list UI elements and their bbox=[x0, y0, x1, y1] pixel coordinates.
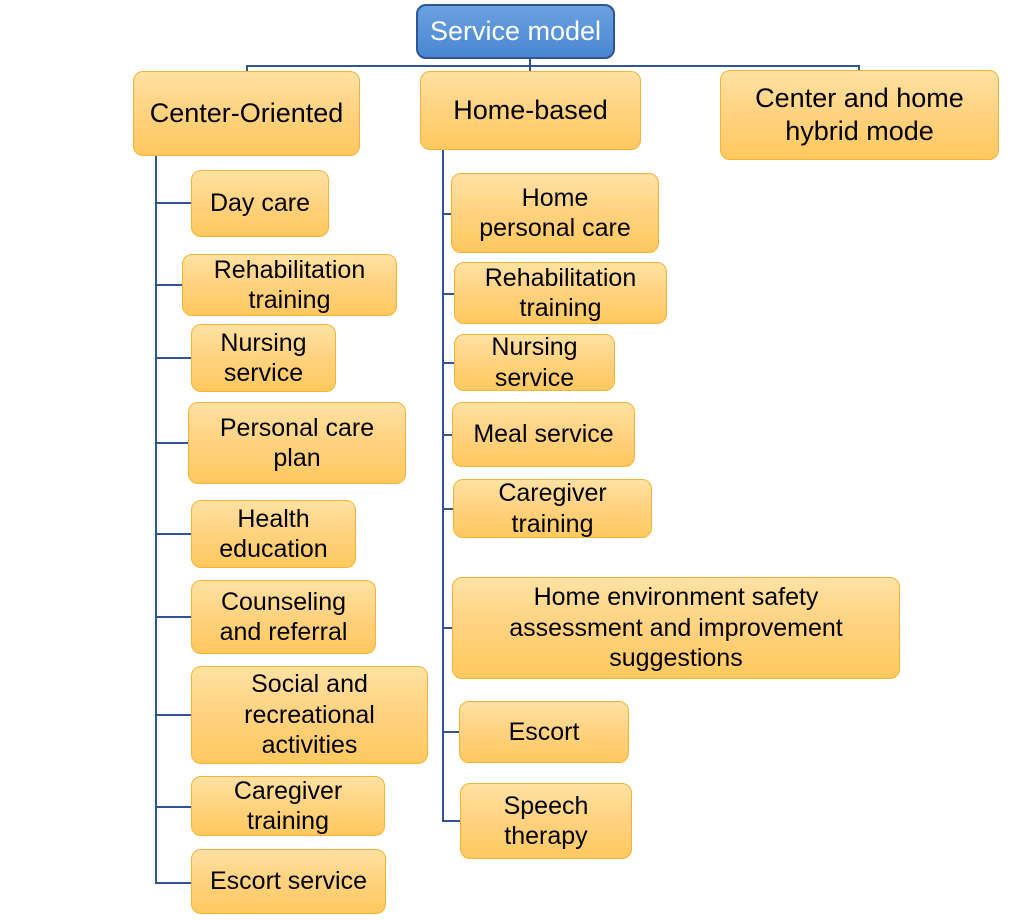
connector-left-vertical bbox=[155, 156, 157, 884]
connector-left-branch-6 bbox=[155, 616, 191, 618]
connector-left-branch-8 bbox=[155, 806, 191, 808]
connector-center-oriented-drop bbox=[246, 65, 248, 73]
home-item-escort: Escort bbox=[459, 701, 629, 763]
center-item-caregiver-training: Caregiver training bbox=[191, 776, 385, 836]
connector-right-branch-3 bbox=[442, 362, 454, 364]
center-item-health-education: Health education bbox=[191, 500, 356, 568]
center-item-day-care: Day care bbox=[191, 170, 329, 237]
home-item-home-environment-safety: Home environment safety assessment and i… bbox=[452, 577, 900, 679]
connector-right-branch-6 bbox=[442, 627, 452, 629]
home-item-caregiver-training: Caregiver training bbox=[453, 479, 652, 538]
connector-left-branch-3 bbox=[155, 357, 191, 359]
center-item-counseling-and-referral: Counseling and referral bbox=[191, 580, 376, 654]
hybrid-mode-node: Center and home hybrid mode bbox=[720, 70, 999, 160]
connector-right-branch-4 bbox=[442, 434, 452, 436]
center-oriented-node: Center-Oriented bbox=[133, 71, 360, 156]
connector-right-branch-7 bbox=[442, 731, 459, 733]
connector-hybrid-drop bbox=[858, 65, 860, 73]
connector-right-branch-1 bbox=[442, 213, 451, 215]
center-item-personal-care-plan: Personal care plan bbox=[188, 402, 406, 484]
connector-left-branch-7 bbox=[155, 714, 191, 716]
connector-left-branch-1 bbox=[155, 202, 191, 204]
connector-right-branch-2 bbox=[442, 293, 454, 295]
home-based-node: Home-based bbox=[420, 71, 641, 150]
center-item-rehabilitation-training: Rehabilitation training bbox=[182, 254, 397, 316]
center-item-social-and-recreational-activities: Social and recreational activities bbox=[191, 666, 428, 764]
home-item-speech-therapy: Speech therapy bbox=[460, 783, 632, 859]
center-item-escort-service: Escort service bbox=[191, 849, 386, 914]
connector-left-branch-2 bbox=[155, 284, 183, 286]
home-item-nursing-service: Nursing service bbox=[454, 334, 615, 391]
root-node: Service model bbox=[416, 4, 615, 59]
home-item-rehabilitation-training: Rehabilitation training bbox=[454, 262, 667, 324]
center-item-nursing-service: Nursing service bbox=[191, 324, 336, 392]
home-item-meal-service: Meal service bbox=[452, 402, 635, 467]
connector-root-stem bbox=[529, 58, 531, 66]
connector-left-branch-5 bbox=[155, 533, 191, 535]
connector-right-vertical bbox=[442, 150, 444, 822]
connector-right-branch-5 bbox=[442, 508, 453, 510]
connector-home-based-drop bbox=[529, 65, 531, 73]
connector-left-branch-4 bbox=[155, 442, 188, 444]
connector-root-bus bbox=[246, 65, 859, 67]
home-item-home-personal-care: Home personal care bbox=[451, 173, 659, 253]
connector-right-branch-8 bbox=[442, 820, 460, 822]
connector-left-branch-9 bbox=[155, 882, 191, 884]
